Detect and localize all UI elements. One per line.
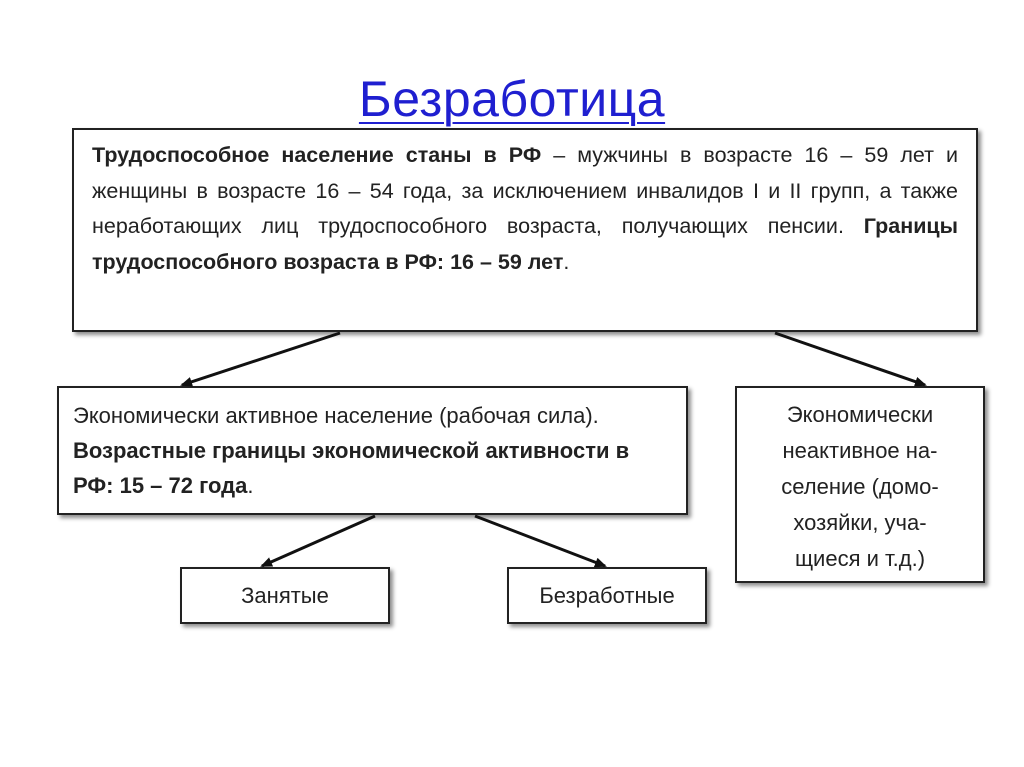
employed-box: Занятые <box>180 567 390 624</box>
economic-activity-limits: Возрастные границы экономической активно… <box>73 438 630 498</box>
unemployed-box: Безработные <box>507 567 707 624</box>
inactive-line-2: неактивное на- <box>782 438 938 463</box>
working-age-population-heading: Трудоспособное население станы в РФ <box>92 143 542 167</box>
economically-active-definition: Экономически активное население (рабочая… <box>73 403 599 428</box>
arrow-to-unemployed <box>474 514 607 568</box>
inactive-line-4: хозяйки, уча- <box>793 510 927 535</box>
working-age-period: . <box>563 249 570 274</box>
arrow-to-active <box>180 331 341 387</box>
unemployed-label: Безработные <box>539 583 675 608</box>
economically-active-period: . <box>247 473 254 498</box>
working-age-population-definition: – мужчины в возрасте 16 – 59 лет и женщи… <box>92 143 958 238</box>
working-age-limits: Границы трудоспособного возраста в РФ: 1… <box>92 214 958 274</box>
inactive-line-5: щиеся и т.д.) <box>794 546 926 571</box>
employed-label: Занятые <box>241 583 329 608</box>
arrow-to-employed <box>260 514 376 568</box>
economically-inactive-box: Экономически неактивное на- селение (дом… <box>735 386 985 583</box>
inactive-line-3: селение (домо- <box>781 474 939 499</box>
economically-active-box: Экономически активное население (рабочая… <box>57 386 688 515</box>
working-age-population-box: Трудоспособное население станы в РФ – му… <box>72 128 978 332</box>
arrow-to-inactive <box>774 331 927 387</box>
inactive-line-1: Экономически <box>786 402 934 427</box>
slide-title: Безработица <box>358 71 666 127</box>
